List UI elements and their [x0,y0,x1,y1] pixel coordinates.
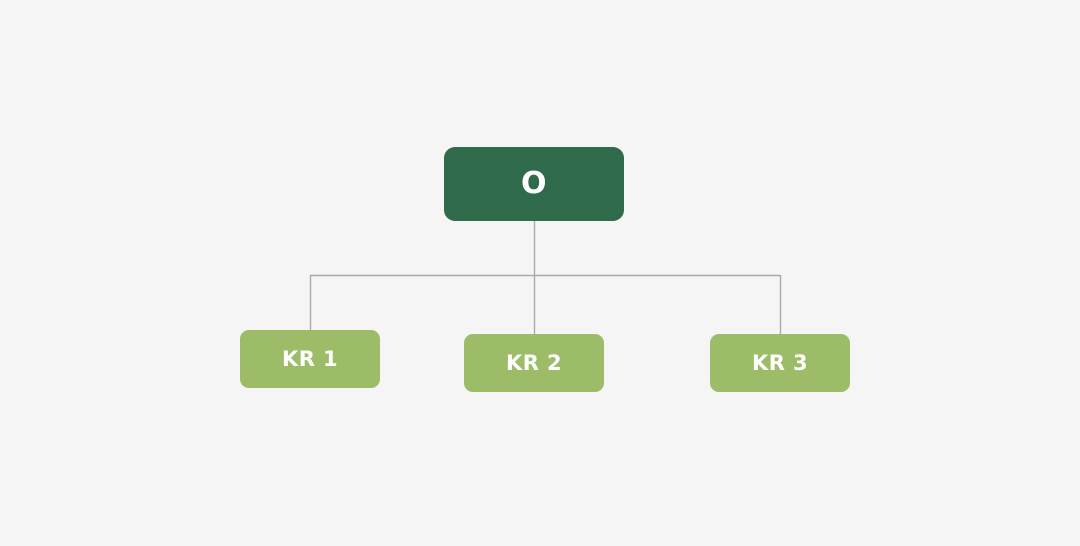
node-kr-3[interactable]: KR 3 [710,334,850,392]
node-kr-2[interactable]: KR 2 [464,334,604,392]
node-kr-1-label: KR 1 [282,346,338,371]
node-kr-1[interactable]: KR 1 [240,330,380,388]
node-objective[interactable]: O [444,147,624,221]
node-objective-label: O [520,166,547,201]
node-kr-2-label: KR 2 [506,350,562,375]
node-kr-3-label: KR 3 [752,350,808,375]
